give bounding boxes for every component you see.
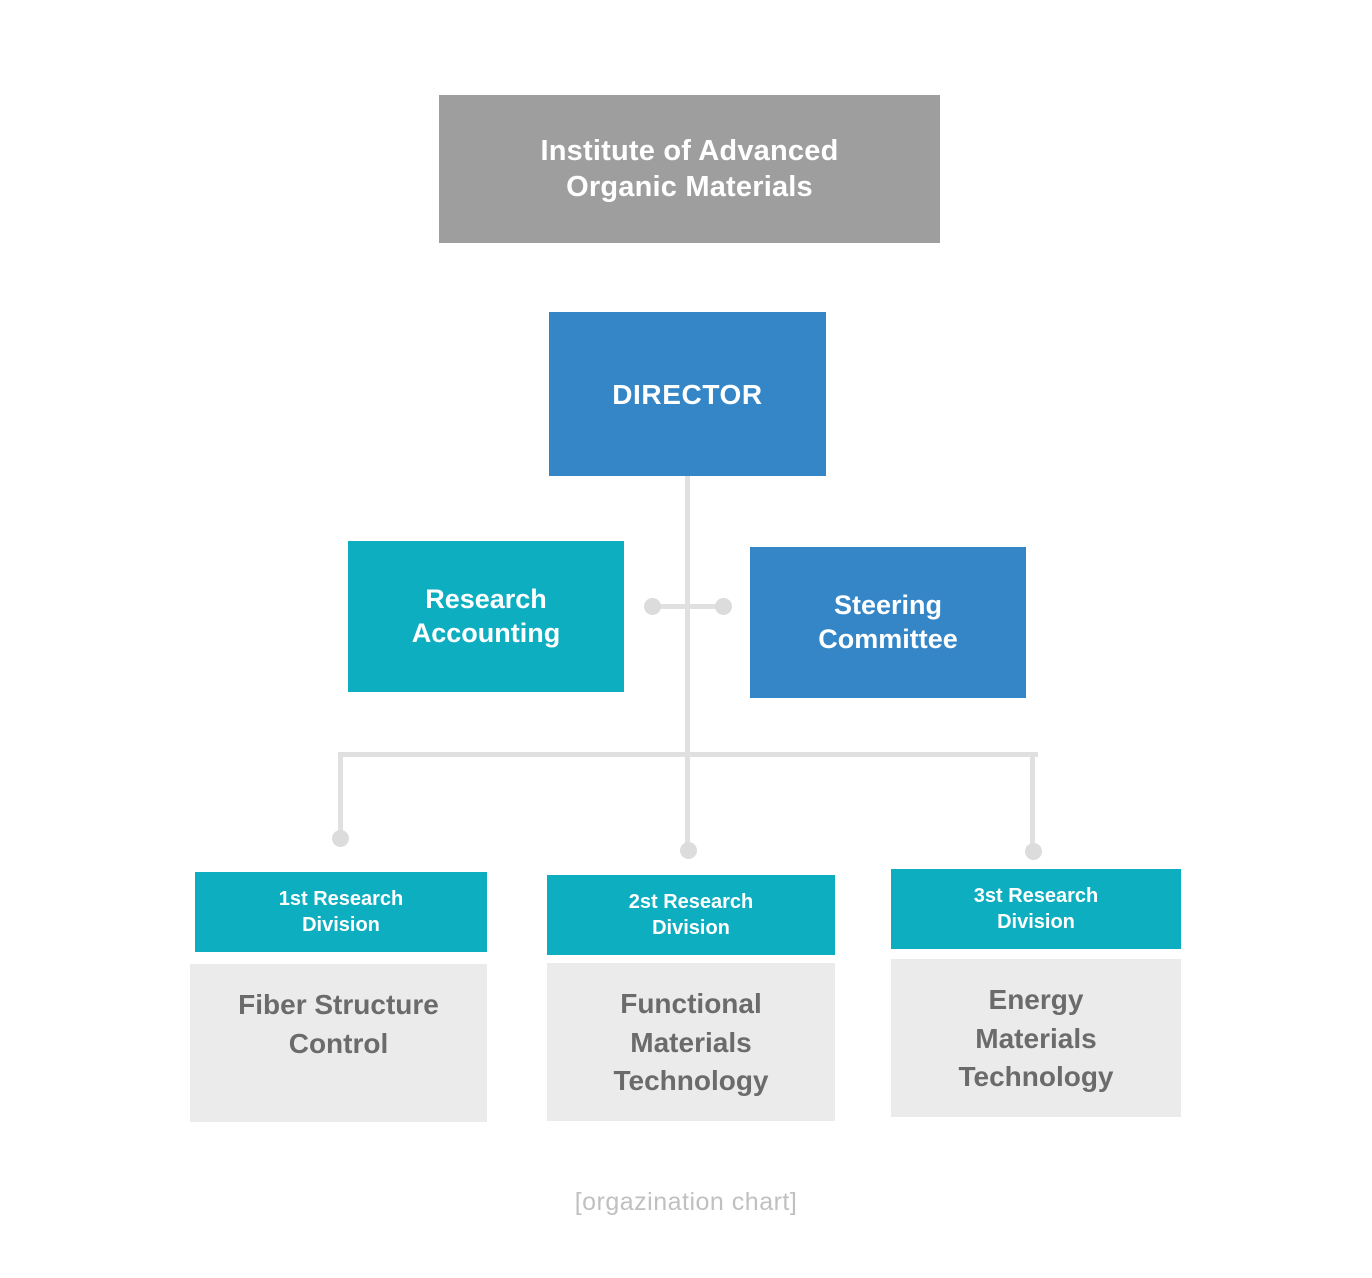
steering-committee-node[interactable]: Steering Committee [750, 547, 1026, 698]
division-2-header[interactable]: 2st Research Division [547, 875, 835, 955]
connector-dot-research-accounting [644, 598, 661, 615]
division-2-body[interactable]: Functional Materials Technology [547, 963, 835, 1121]
division-1-header[interactable]: 1st Research Division [195, 872, 487, 952]
division-3-body[interactable]: Energy Materials Technology [891, 959, 1181, 1117]
connector-level2-horizontal [650, 604, 725, 609]
chart-caption: [orgazination chart] [574, 1188, 798, 1216]
connector-dot-division-2 [680, 842, 697, 859]
director-node[interactable]: DIRECTOR [549, 312, 826, 476]
connector-drop-division-2 [685, 752, 690, 849]
connector-drop-division-1 [338, 752, 343, 836]
connector-director-spine [685, 476, 690, 757]
connector-dot-division-3 [1025, 843, 1042, 860]
division-1-body[interactable]: Fiber Structure Control [190, 964, 487, 1122]
institute-node[interactable]: Institute of Advanced Organic Materials [439, 95, 940, 243]
division-3-header[interactable]: 3st Research Division [891, 869, 1181, 949]
connector-drop-division-3 [1030, 752, 1035, 850]
connector-dot-steering-committee [715, 598, 732, 615]
connector-dot-division-1 [332, 830, 349, 847]
research-accounting-node[interactable]: Research Accounting [348, 541, 624, 692]
